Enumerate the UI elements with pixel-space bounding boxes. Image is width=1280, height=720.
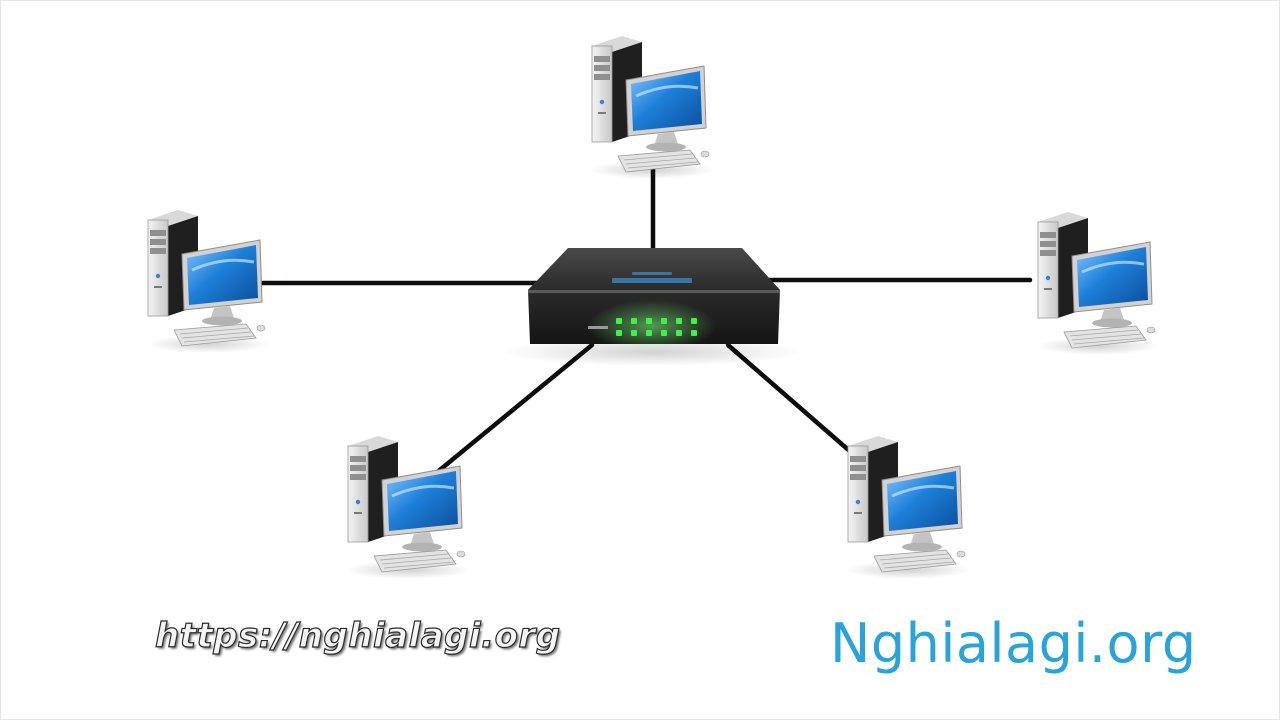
switch-led xyxy=(691,318,697,324)
switch-led xyxy=(616,330,622,336)
switch-led xyxy=(646,318,652,324)
network-switch xyxy=(502,248,802,366)
cable-bottom-right xyxy=(725,342,863,463)
watermark-url: https://nghialagi.org xyxy=(154,615,561,656)
computer-bottom-left xyxy=(344,434,472,581)
computer-left xyxy=(144,208,272,355)
switch-led xyxy=(676,330,682,336)
switch-led xyxy=(631,330,637,336)
switch-led xyxy=(661,318,667,324)
switch-led xyxy=(631,318,637,324)
computer-right xyxy=(1034,210,1162,357)
computer-top xyxy=(588,34,716,181)
switch-led xyxy=(661,330,667,336)
watermark-brand-logo: Nghialagi.org xyxy=(830,612,1197,675)
switch-led xyxy=(691,330,697,336)
switch-led xyxy=(676,318,682,324)
switch-leds xyxy=(616,318,697,336)
computer-bottom-right xyxy=(844,434,972,581)
switch-led xyxy=(616,318,622,324)
cable-bottom-left xyxy=(427,342,595,481)
connection-cables xyxy=(255,165,1033,481)
switch-led xyxy=(646,330,652,336)
